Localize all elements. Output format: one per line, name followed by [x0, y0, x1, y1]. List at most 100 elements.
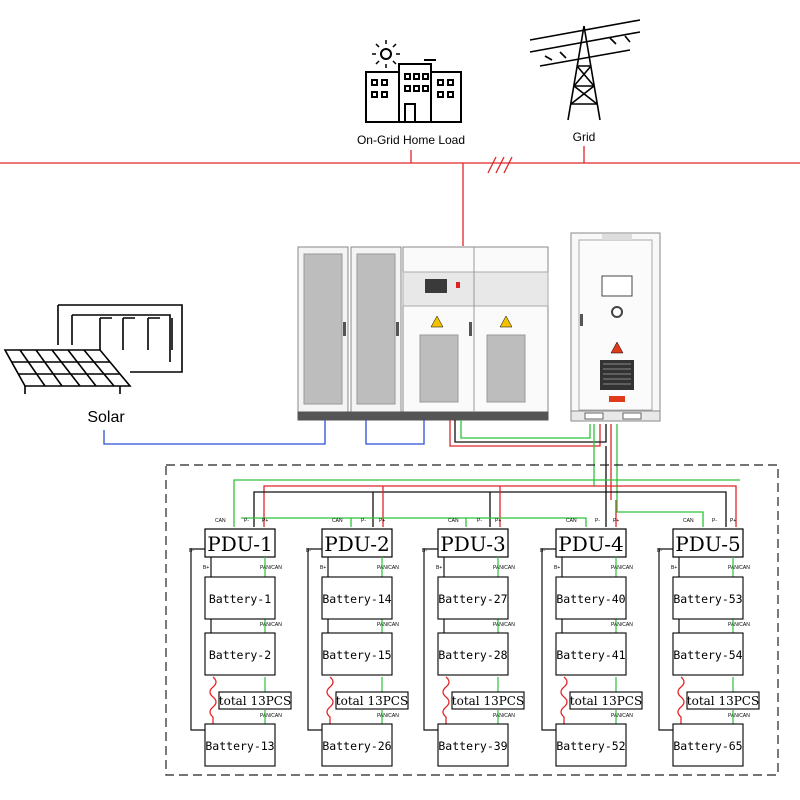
p-minus-terminal-label: P- — [595, 518, 600, 524]
b-minus-terminal-label: B- — [306, 548, 311, 554]
b-minus-terminal-label: B- — [657, 548, 662, 554]
pan-can-label: PAN/CAN — [377, 622, 399, 628]
p-plus-terminal-label: P+ — [262, 518, 268, 524]
battery-label: Battery-39 — [438, 739, 507, 753]
series-continuation-wire — [677, 676, 685, 724]
battery-box — [672, 576, 744, 620]
pdu-distribution-lines — [233, 479, 740, 527]
pan-can-label: PAN/CAN — [377, 565, 399, 571]
series-continuation-wire — [326, 676, 334, 724]
p-plus-terminal-label: P+ — [379, 518, 385, 524]
battery-count-box — [686, 691, 760, 710]
series-continuation-wire — [560, 676, 568, 724]
battery-box — [321, 632, 393, 676]
battery-label: Battery-65 — [673, 739, 742, 753]
battery-box — [321, 576, 393, 620]
can-terminal-label: CAN — [683, 518, 694, 524]
b-minus-terminal-label: B- — [540, 548, 545, 554]
battery-count-box — [569, 691, 643, 710]
p-plus-terminal-label: P+ — [495, 518, 501, 524]
pan-can-label: PAN/CAN — [728, 622, 750, 628]
solar-label: Solar — [87, 409, 125, 426]
battery-count-label: total 13PCS — [336, 694, 408, 708]
battery-label: Battery-1 — [209, 592, 271, 606]
b-plus-terminal-label: B+ — [203, 565, 209, 571]
pdu-box — [437, 528, 509, 558]
battery-label: Battery-13 — [205, 739, 274, 753]
p-minus-terminal-label: P- — [361, 518, 366, 524]
solar-dc-lines — [103, 420, 425, 445]
battery-box — [555, 632, 627, 676]
battery-label: Battery-41 — [556, 648, 625, 662]
pdu-column-1: CAN P- P+ PDU-1B- B+ PAN/CAN PAN/CAN PAN/CAN Bat… — [189, 518, 292, 767]
grid-label: Grid — [573, 130, 596, 144]
pan-can-label: PAN/CAN — [728, 713, 750, 719]
pan-can-label: PAN/CAN — [260, 713, 282, 719]
battery-label: Battery-28 — [438, 648, 507, 662]
b-minus-wire — [423, 548, 438, 731]
battery-label: Battery-40 — [556, 592, 625, 606]
grid-bus-line — [0, 146, 800, 246]
pdu-box — [321, 528, 393, 558]
pan-can-label: PAN/CAN — [611, 565, 633, 571]
battery-box — [437, 632, 509, 676]
battery-label: Battery-15 — [322, 648, 391, 662]
pdu-box — [672, 528, 744, 558]
pdu-label: PDU-3 — [440, 532, 505, 556]
battery-label: Battery-53 — [673, 592, 742, 606]
pan-can-label: PAN/CAN — [377, 713, 399, 719]
can-terminal-label: CAN — [215, 518, 226, 524]
pan-can-label: PAN/CAN — [260, 565, 282, 571]
pan-can-label: PAN/CAN — [728, 565, 750, 571]
battery-count-label: total 13PCS — [219, 694, 291, 708]
b-minus-wire — [307, 548, 322, 731]
battery-box — [672, 632, 744, 676]
ems-cabinet — [570, 232, 661, 422]
b-minus-wire — [658, 548, 673, 731]
p-plus-terminal-label: P+ — [730, 518, 736, 524]
battery-box — [437, 576, 509, 620]
battery-label: Battery-14 — [322, 592, 391, 606]
grid-tower-icon — [529, 19, 641, 121]
battery-label: Battery-52 — [556, 739, 625, 753]
battery-container-boundary — [165, 464, 779, 776]
can-terminal-label: CAN — [332, 518, 343, 524]
b-minus-wire — [541, 548, 556, 731]
battery-count-box — [451, 691, 525, 710]
battery-box — [204, 576, 276, 620]
pan-can-label: PAN/CAN — [260, 622, 282, 628]
battery-box — [321, 723, 393, 767]
b-minus-terminal-label: B- — [189, 548, 194, 554]
battery-box — [555, 576, 627, 620]
pdu-label: PDU-1 — [207, 532, 272, 556]
can-terminal-label: CAN — [448, 518, 459, 524]
pcs-to-ems-dc-lines — [449, 420, 618, 500]
battery-count-box — [218, 691, 292, 710]
battery-box — [204, 632, 276, 676]
series-continuation-wire — [442, 676, 450, 724]
battery-label: Battery-26 — [322, 739, 391, 753]
battery-label: Battery-54 — [673, 648, 742, 662]
p-plus-terminal-label: P+ — [613, 518, 619, 524]
pan-can-label: PAN/CAN — [493, 565, 515, 571]
pdu-columns: CAN P- P+ PDU-1B- B+ PAN/CAN PAN/CAN PAN/CAN Bat… — [189, 518, 760, 767]
p-minus-terminal-label: P- — [712, 518, 717, 524]
battery-count-label: total 13PCS — [570, 694, 642, 708]
p-minus-terminal-label: P- — [244, 518, 249, 524]
battery-box — [204, 723, 276, 767]
pcs-door-details — [343, 247, 549, 412]
home-load-label: On-Grid Home Load — [357, 133, 465, 147]
pdu-label: PDU-4 — [558, 532, 623, 556]
pdu-label: PDU-5 — [675, 532, 740, 556]
pan-can-label: PAN/CAN — [611, 622, 633, 628]
battery-count-box — [335, 691, 409, 710]
battery-box — [672, 723, 744, 767]
b-minus-wire — [190, 548, 205, 731]
pdu-box — [555, 528, 627, 558]
battery-box — [555, 723, 627, 767]
b-plus-terminal-label: B+ — [671, 565, 677, 571]
